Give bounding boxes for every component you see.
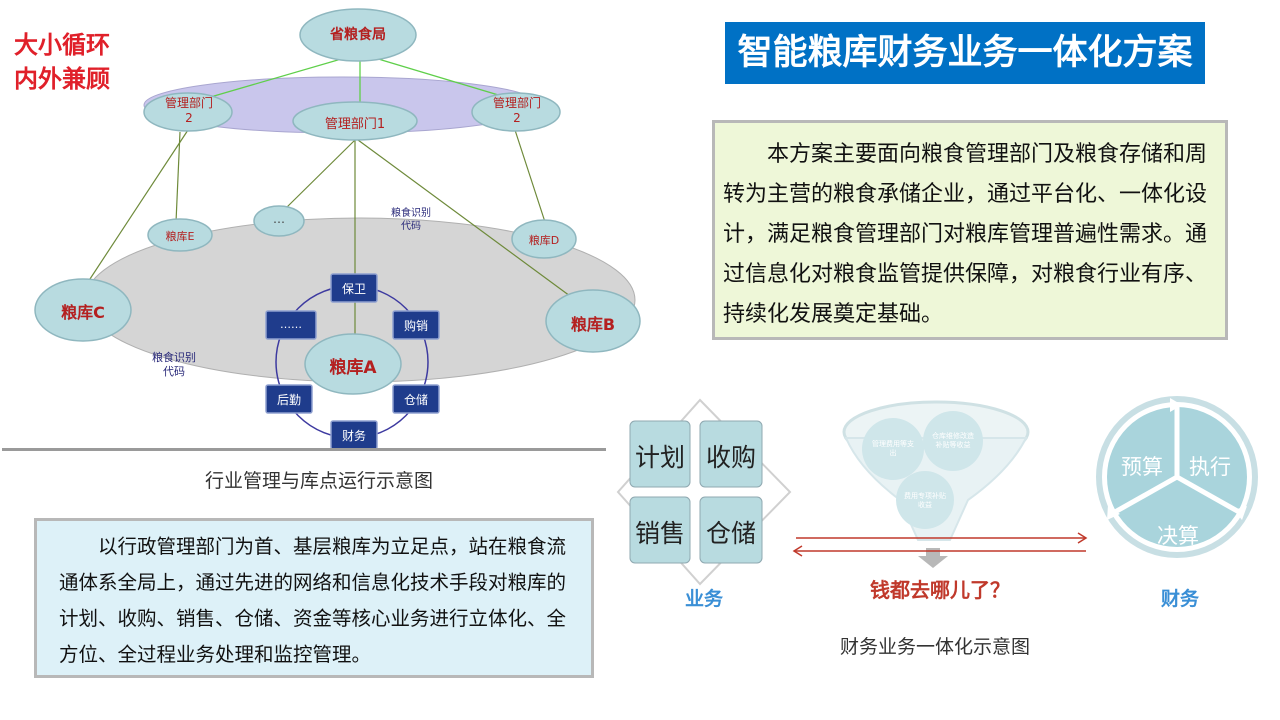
ring-box-purchase-sales [392,310,440,340]
label-depot-e: 粮库E [165,230,195,243]
node-depot-a [304,333,402,395]
label-depot-b: 粮库B [570,315,616,334]
slogan-line2: 内外兼顾 [14,65,110,93]
solution-description: 本方案主要面向粮食管理部门及粮食存储和周转为主营的粮食承储企业，通过平台化、一体… [712,120,1228,340]
ring-label-security: 保卫 [341,282,366,296]
label-depot-d: 粮库D [528,234,560,247]
ring-label-storage: 仓储 [403,393,428,407]
node-depot-d [511,219,577,259]
cycle-label-final: 决算 [1157,524,1199,548]
cycle-label-execute: 执行 [1189,455,1231,479]
label-depot-dots: … [273,212,285,226]
ring-label-logistics: 后勤 [276,393,301,407]
funnel-item-2: 仓库维修改造补贴等收益 [932,432,974,449]
slogan: 大小循环 内外兼顾 [14,28,110,96]
ring-box-more [265,310,317,340]
ring-box-security [330,273,378,303]
label-code-bottom: 粮食识别代码 [152,351,196,378]
node-dept-left [143,92,233,132]
ring-box-logistics [265,384,313,414]
tile-label-storage: 仓储 [705,519,756,548]
flow-arrows [792,532,1088,557]
finance-caption: 财务业务一体化示意图 [840,636,1031,658]
label-code-top: 粮食识别代码 [391,208,431,232]
label-dept-right: 管理部门2 [493,96,542,125]
industry-caption: 行业管理与库点运行示意图 [205,470,434,492]
label-depot-a: 粮库A [329,358,377,378]
ring-label-purchase-sales: 购销 [403,319,428,333]
page-title: 智能粮库财务业务一体化方案 [725,22,1205,84]
cycle-label-budget: 预算 [1121,455,1163,479]
tile-sales [629,496,691,564]
funnel-item-3: 费用专项补贴收益 [904,492,946,509]
ring-box-storage [392,384,440,414]
label-dept-left: 管理部门2 [165,96,214,125]
ring-label-more: …… [280,318,302,331]
funnel-item-1: 管理费用等支出 [872,440,914,457]
tile-storage [699,496,763,564]
dept-links [87,129,571,338]
industry-description: 以行政管理部门为首、基层粮库为立足点，站在粮食流通体系全局上，通过先进的网络和信… [34,518,594,678]
node-depot-c [34,278,132,342]
slogan-line1: 大小循环 [14,31,110,59]
node-depot-b [545,289,641,353]
label-dept-center: 管理部门1 [324,117,386,132]
tile-label-plan: 计划 [634,443,685,472]
label-province-bureau: 省粮食局 [330,27,386,43]
separator-line [2,448,606,451]
finance-label: 财务 [1160,588,1199,610]
funnel [842,400,1030,568]
node-province-bureau [299,8,417,62]
node-dept-right [471,92,561,132]
top-links [189,54,516,104]
money-question: 钱都去哪儿了？ [870,578,1010,602]
tile-label-sales: 销售 [634,519,685,548]
ring-label-finance: 财务 [341,429,366,443]
node-depot-e [147,218,213,252]
tile-purchase [699,420,763,488]
tile-label-purchase: 收购 [705,443,756,472]
label-depot-c: 粮库C [61,303,105,322]
node-dept-center [292,101,418,141]
tile-plan [629,420,691,488]
business-label: 业务 [684,588,723,610]
finance-cycle [1096,396,1258,558]
node-depot-dots [253,205,305,237]
